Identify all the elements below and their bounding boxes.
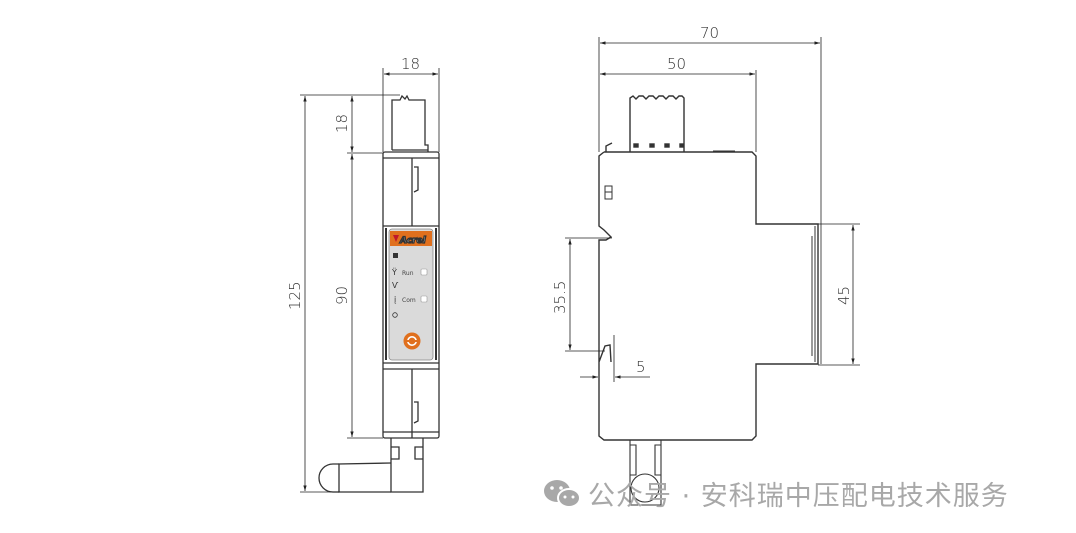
device-body	[382, 151, 440, 439]
com-led	[420, 295, 428, 303]
dim-width-18: 18	[401, 55, 420, 73]
com-label: Com	[402, 297, 416, 304]
wechat-icon	[542, 478, 582, 510]
brand-badge	[390, 231, 432, 246]
top-terminal	[605, 95, 735, 152]
dim-depth-50: 50	[667, 55, 686, 73]
side-body	[598, 151, 819, 441]
watermark: 公众号 · 安科瑞中压配电技术服务	[542, 474, 1009, 513]
dim-connector-18: 18	[333, 114, 351, 133]
bottom-antenna	[318, 438, 424, 493]
side-view	[598, 95, 819, 506]
antenna-icon: Ϋ	[391, 267, 397, 277]
front-panel	[388, 228, 434, 361]
reset-icon	[392, 312, 398, 318]
side-bottom-antenna	[629, 440, 662, 506]
power-icon	[393, 253, 398, 258]
dim-face-45: 45	[835, 286, 853, 305]
dim-total-125: 125	[286, 281, 304, 310]
dim-rail-35-5: 35.5	[551, 281, 569, 314]
brand-logo: Acrel	[399, 236, 427, 246]
top-connector	[391, 94, 429, 152]
front-view: Acrel Ϋ Run Ѵ į Com	[318, 94, 440, 493]
run-led	[420, 268, 428, 276]
side-dimensions	[565, 37, 860, 382]
dim-body-90: 90	[333, 286, 351, 305]
run-label: Run	[402, 270, 414, 277]
rs485-icon: į	[394, 295, 397, 304]
signal-icon: Ѵ	[392, 281, 399, 290]
dim-offset-5: 5	[636, 358, 646, 376]
watermark-text: 公众号 · 安科瑞中压配电技术服务	[588, 481, 1009, 512]
front-dimensions	[300, 68, 440, 493]
dim-depth-70: 70	[700, 24, 719, 42]
